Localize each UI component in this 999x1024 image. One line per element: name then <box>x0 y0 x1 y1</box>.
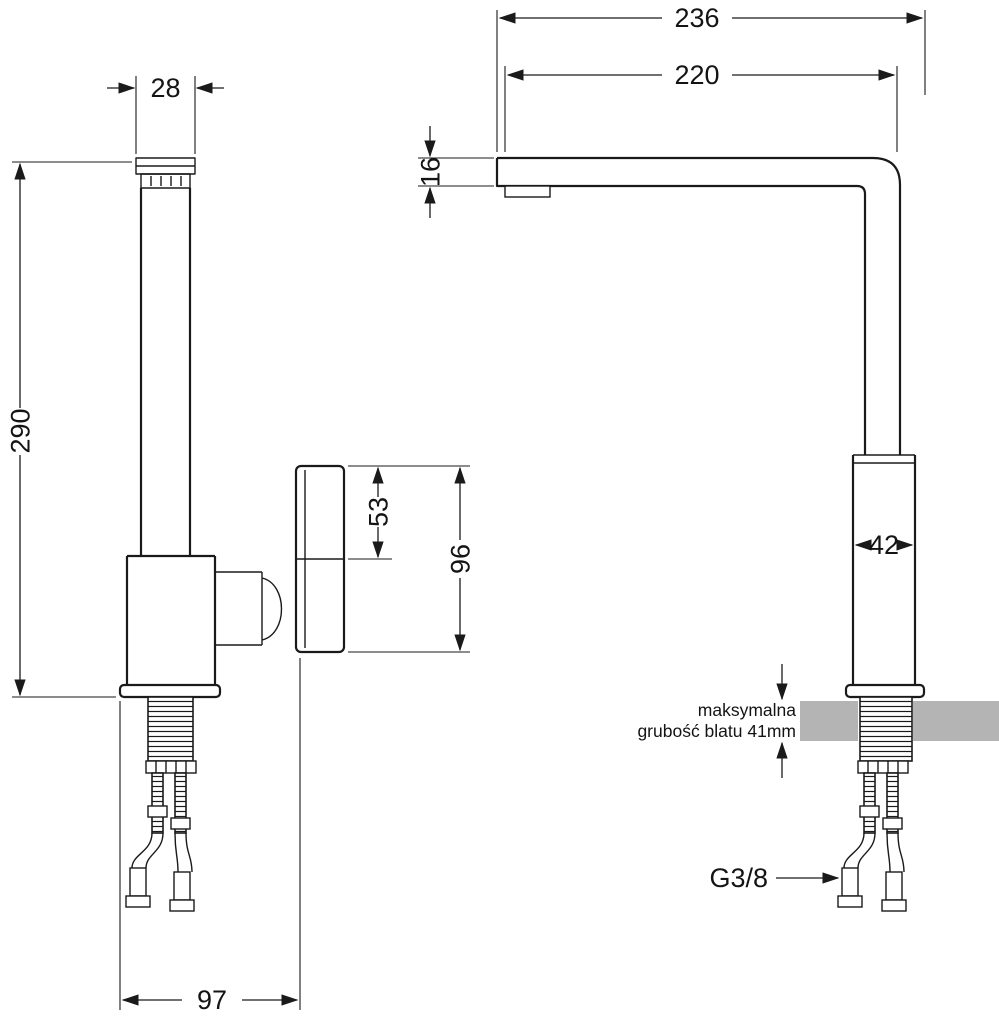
dimension-236: 236 <box>496 3 926 152</box>
supply-hose <box>843 832 876 869</box>
dimension-220: 220 <box>504 60 898 152</box>
mounting-nut <box>882 817 903 830</box>
dimension-53: 53 <box>348 465 470 560</box>
supply-hose <box>174 832 193 873</box>
mounting-bracket <box>145 760 197 774</box>
dimension-label-42: 42 <box>869 530 899 560</box>
dimension-28: 28 <box>107 73 224 154</box>
aerator <box>504 185 551 198</box>
spout-outer-profile <box>497 156 902 455</box>
extension-line <box>348 465 470 560</box>
countertop-note-line2: grubość blatu 41mm <box>637 721 796 741</box>
mounting-bracket-ribs <box>155 761 187 773</box>
extension-line <box>135 76 196 154</box>
extension-line <box>496 10 926 152</box>
dimension-label-28: 28 <box>150 73 180 103</box>
hose-connector <box>129 867 147 897</box>
threaded-shank-side <box>859 696 913 762</box>
mounting-stud <box>174 772 187 834</box>
hose-nut <box>125 895 151 908</box>
mounting-nut <box>170 817 191 830</box>
countertop-slab-right <box>913 701 999 741</box>
spout-cap <box>135 157 196 175</box>
dimension-label-96: 96 <box>446 544 476 574</box>
dimension-label-97: 97 <box>197 985 227 1015</box>
dimension-label-290: 290 <box>6 408 36 453</box>
faucet-front-outline <box>118 157 346 762</box>
base-plate-side <box>844 683 926 699</box>
mounting-stud <box>151 772 164 834</box>
body-collar <box>853 454 915 464</box>
mounting-hardware-side <box>837 760 909 912</box>
mixer-body <box>125 554 217 685</box>
thread-size-label: G3/8 <box>709 863 768 893</box>
hose-nut <box>169 899 195 912</box>
countertop-band: maksymalna grubość blatu 41mm <box>637 664 999 778</box>
mounting-bracket <box>857 760 909 774</box>
dimension-97: 97 <box>119 658 301 1015</box>
handle-lever-lines <box>296 470 344 648</box>
dimension-96: 96 <box>348 466 476 653</box>
extension-line <box>12 161 132 698</box>
extension-line <box>504 66 898 152</box>
mounting-stud <box>886 772 899 834</box>
hose-connector <box>841 867 859 897</box>
front-view: 28 290 53 96 97 <box>6 73 476 1015</box>
threaded-shank <box>147 696 194 762</box>
aerator-grid <box>140 173 191 189</box>
thread-callout: G3/8 <box>709 863 840 893</box>
dimension-290: 290 <box>6 161 132 698</box>
dimension-label-53: 53 <box>364 497 394 527</box>
countertop-note-line1: maksymalna <box>698 700 796 720</box>
spout-inner-profile <box>495 158 867 455</box>
mounting-nut <box>859 805 880 818</box>
extension-line <box>119 658 301 1010</box>
dimension-label-16: 16 <box>416 157 446 187</box>
mounting-hardware-front <box>125 760 197 912</box>
hose-connector <box>173 871 191 901</box>
extension-line <box>418 157 494 187</box>
countertop-slab-left <box>800 701 858 741</box>
mixer-body-side <box>851 455 917 685</box>
spout-column <box>139 188 192 556</box>
supply-hose <box>131 832 164 869</box>
mounting-nut <box>147 805 168 818</box>
side-view: maksymalna grubość blatu 41mm <box>416 3 999 912</box>
mounting-stud <box>863 772 876 834</box>
valve-joint <box>215 571 283 646</box>
dimension-label-236: 236 <box>674 3 719 33</box>
dimension-16: 16 <box>416 126 494 218</box>
hose-nut <box>881 899 907 912</box>
mounting-bracket-ribs <box>867 761 899 773</box>
faucet-side-outline <box>495 156 926 762</box>
hose-nut <box>837 895 863 908</box>
hose-connector <box>885 871 903 901</box>
supply-hose <box>886 832 905 873</box>
base-plate <box>118 683 222 699</box>
dimension-label-220: 220 <box>674 60 719 90</box>
dimension-42: 42 <box>854 530 914 560</box>
